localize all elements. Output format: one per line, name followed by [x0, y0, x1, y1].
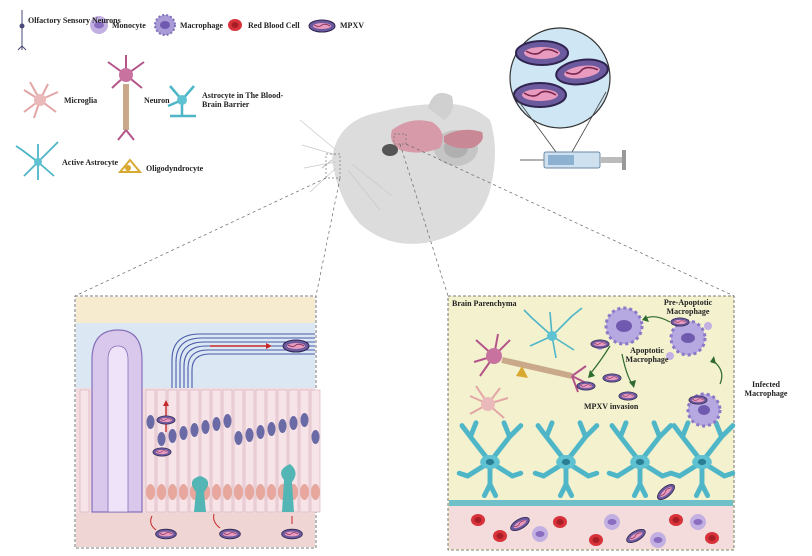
basal-nucleus — [245, 484, 254, 500]
pre-apoptotic-macrophage-cell — [666, 319, 712, 360]
legend-mpxv-icon — [308, 19, 336, 33]
legend-olfactory-label: Olfactory Sensory Neurons — [28, 16, 121, 25]
brain-parenchyma-title: Brain Parenchyma — [452, 299, 517, 308]
legend-rbc-label: Red Blood Cell — [248, 21, 300, 30]
syringe-zoom — [509, 27, 626, 170]
legend-microglia-icon — [23, 81, 59, 119]
epithelial-column — [266, 389, 277, 513]
basal-nucleus — [300, 484, 309, 500]
apoptotic-label: Apoptotic Macrophage — [625, 346, 669, 364]
microglia-cell — [469, 385, 509, 419]
basal-nucleus — [146, 484, 155, 500]
legend-oligodendrocyte-label: Oligodyndrocyte — [146, 164, 204, 173]
neuron-nucleus — [179, 426, 188, 440]
legend-active-astrocyte-label: Active Astrocyte — [62, 158, 119, 167]
basal-nucleus — [157, 484, 166, 500]
basal-nucleus — [234, 484, 243, 500]
legend-neuron-label: Neuron — [144, 96, 170, 105]
mpxv-invasion-label: MPXV invasion — [584, 402, 639, 411]
legend-oligodendrocyte-icon — [117, 158, 143, 173]
neuron-nucleus — [300, 413, 309, 427]
olfactory-panel — [74, 295, 321, 549]
infected-label: Infected Macrophage — [744, 380, 788, 398]
epithelial-column — [222, 389, 233, 513]
epithelial-column — [79, 389, 90, 513]
legend-active-astrocyte-icon — [15, 141, 59, 180]
zoom-lines — [74, 143, 735, 297]
basal-nucleus — [311, 484, 320, 500]
neuron-nucleus — [157, 432, 166, 446]
neuron-nucleus — [256, 425, 265, 439]
neuron-nucleus — [234, 431, 243, 445]
neuron-nucleus — [168, 429, 177, 443]
legend-macrophage-icon — [154, 14, 176, 36]
epithelial-column — [255, 389, 266, 513]
legend-mpxv-label: MPXV — [340, 21, 364, 30]
epithelial-column — [310, 389, 321, 513]
neuron-nucleus — [223, 414, 232, 428]
epithelial-column — [233, 389, 244, 513]
basal-nucleus — [223, 484, 232, 500]
active-astrocyte-cell — [523, 307, 583, 359]
legend-olfactory-icon — [17, 10, 27, 51]
epithelium-cells — [79, 389, 321, 513]
epithelial-column — [244, 389, 255, 513]
pre-apoptotic-label: Pre-Apoptotic Macrophage — [663, 298, 713, 316]
legend-rbc-icon — [228, 19, 242, 31]
legend-microglia-label: Microglia — [64, 96, 98, 105]
legend-astrocyte-bbb-icon — [167, 85, 196, 118]
basal-nucleus — [267, 484, 276, 500]
basal-nucleus — [212, 484, 221, 500]
epithelial-column — [211, 389, 222, 513]
legend-neuron-icon — [107, 55, 145, 141]
apoptotic-macrophage-cell — [596, 306, 644, 350]
legend-monocyte-label: Monocyte — [112, 21, 146, 30]
legend-monocyte-icon — [90, 16, 108, 34]
epithelial-column — [178, 389, 189, 513]
legend-macrophage-label: Macrophage — [180, 21, 223, 30]
basal-nucleus — [256, 484, 265, 500]
legend-astrocyte-bbb-label: Astrocyte in The Blood-Brain Barrier — [202, 91, 284, 109]
neuron-nucleus — [212, 417, 221, 431]
neuron-nucleus — [146, 415, 155, 429]
epithelial-column — [299, 389, 310, 513]
mouse-illustration — [299, 92, 495, 244]
neuron-nucleus — [289, 416, 298, 430]
neuron-nucleus — [311, 430, 320, 444]
neuron-nucleus — [278, 419, 287, 433]
neuron-nucleus — [190, 423, 199, 437]
basal-nucleus — [168, 484, 177, 500]
neuron-cell — [473, 333, 589, 393]
brain-panel — [447, 295, 734, 551]
basal-nucleus — [179, 484, 188, 500]
neuron-nucleus — [267, 422, 276, 436]
neuron-nucleus — [245, 428, 254, 442]
neuron-nucleus — [201, 420, 210, 434]
